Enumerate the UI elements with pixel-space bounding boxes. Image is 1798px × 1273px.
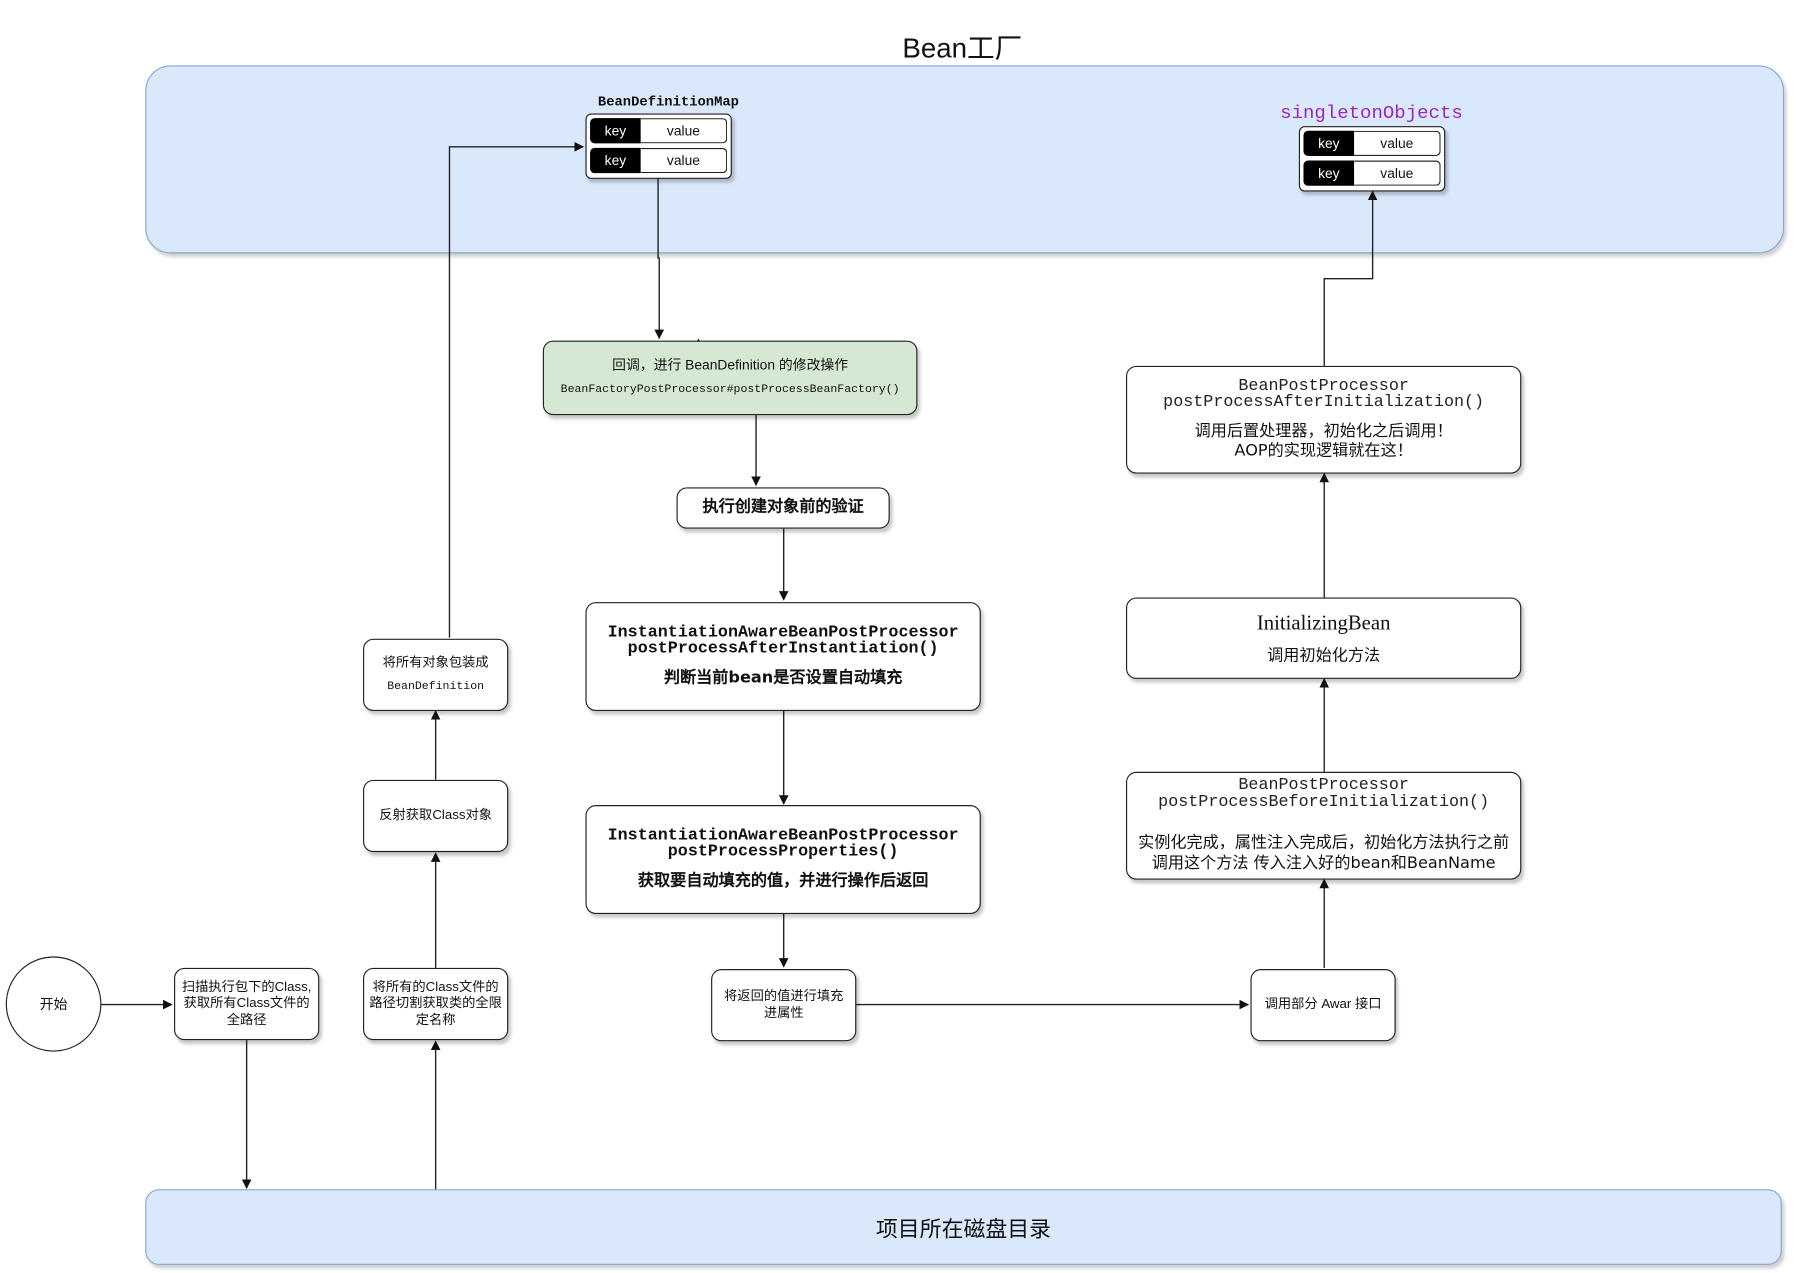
before-init-desc-2: 调用这个方法 传入注入好的bean和BeanName (1151, 853, 1496, 873)
post-process-after-initialization-box: BeanPostProcessor postProcessAfterInitia… (1125, 365, 1522, 474)
map-row: key value (1303, 130, 1441, 156)
aware-interfaces-box: 调用部分 Awar 接口 (1250, 969, 1396, 1042)
aware-interfaces-text: 调用部分 Awar 接口 (1264, 998, 1382, 1012)
scan-classes-text: 扫描执行包下的Class,获取所有Class文件的全路径 (181, 980, 312, 1028)
start-label: 开始 (39, 996, 68, 1013)
before-init-method: postProcessBeforeInitialization() (1158, 793, 1490, 812)
disk-directory-zone: 项目所在磁盘目录 (145, 1189, 1782, 1265)
map-key: key (590, 147, 641, 174)
map-key: key (1303, 130, 1355, 156)
after-init-desc-2: AOP的实现逻辑就在这！ (1234, 441, 1413, 460)
after-instantiation-class: InstantiationAwareBeanPostProcessor (607, 623, 959, 642)
post-process-properties-box: InstantiationAwareBeanPostProcessor post… (585, 805, 981, 914)
arrow-wrap-to-map (448, 141, 585, 638)
pre-create-validation-box: 执行创建对象前的验证 (676, 487, 890, 529)
fill-properties-box: 将返回的值进行填充进属性 (711, 969, 857, 1042)
map-value: value (640, 118, 728, 144)
scan-classes-box: 扫描执行包下的Class,获取所有Class文件的全路径 (174, 967, 320, 1041)
before-init-desc-1: 实例化完成，属性注入完成后，初始化方法执行之前 (1138, 833, 1510, 853)
start-node: 开始 (5, 956, 102, 1052)
map-row: key value (590, 118, 728, 144)
properties-method: postProcessProperties() (667, 843, 899, 862)
map-value: value (1354, 130, 1441, 156)
wrap-bean-definition-box: 将所有对象包装成 BeanDefinition (363, 638, 509, 712)
post-process-after-instantiation-box: InstantiationAwareBeanPostProcessor post… (585, 602, 981, 712)
properties-class: InstantiationAwareBeanPostProcessor (607, 826, 959, 845)
bean-factory-post-processor-box: 回调，进行 BeanDefinition 的修改操作 BeanFactoryPo… (542, 340, 918, 416)
reflect-class-box: 反射获取Class对象 (363, 779, 509, 853)
bean-definition-map: key value key value (585, 113, 732, 179)
map-value: value (1354, 160, 1441, 186)
wrap-class-name: BeanDefinition (387, 681, 485, 694)
cut-path-text: 将所有的Class文件的路径切割获取类的全限定名称 (369, 980, 502, 1028)
after-instantiation-method: postProcessAfterInstantiation() (627, 640, 939, 659)
initializing-bean-class: InitializingBean (1256, 611, 1391, 635)
post-process-before-initialization-box: BeanPostProcessor postProcessBeforeIniti… (1125, 771, 1522, 880)
after-init-method: postProcessAfterInitialization() (1163, 393, 1485, 412)
map-value: value (640, 147, 728, 174)
after-instantiation-desc: 判断当前bean是否设置自动填充 (663, 668, 903, 687)
map-row: key value (1303, 160, 1441, 186)
initializing-bean-box: InitializingBean 调用初始化方法 (1125, 597, 1522, 679)
initializing-bean-desc: 调用初始化方法 (1267, 646, 1381, 665)
after-init-desc-1: 调用后置处理器，初始化之后调用！ (1194, 421, 1453, 440)
map-row: key value (590, 147, 728, 174)
callback-method: BeanFactoryPostProcessor#postProcessBean… (560, 384, 900, 398)
map-key: key (590, 118, 641, 144)
singleton-objects-label: singletonObjects (1280, 102, 1463, 124)
after-init-class: BeanPostProcessor (1238, 376, 1409, 396)
properties-desc: 获取要自动填充的值，并进行操作后返回 (637, 871, 929, 890)
arrow-after-init-to-singletons (1323, 190, 1378, 366)
cut-path-box: 将所有的Class文件的路径切割获取类的全限定名称 (363, 967, 509, 1041)
disk-directory-label: 项目所在磁盘目录 (875, 1216, 1052, 1242)
callback-text: 回调，进行 BeanDefinition 的修改操作 (612, 356, 849, 373)
before-init-class: BeanPostProcessor (1238, 776, 1409, 795)
arrow-map-to-callback (654, 177, 665, 340)
reflect-class-text: 反射获取Class对象 (379, 808, 492, 823)
fill-properties-text: 将返回的值进行填充进属性 (724, 989, 844, 1021)
bean-factory-zone (145, 65, 1785, 254)
wrap-text: 将所有对象包装成 (382, 655, 489, 670)
diagram-title: Bean工厂 (902, 33, 1023, 65)
pre-create-validation-text: 执行创建对象前的验证 (702, 497, 864, 517)
bean-definition-map-label: BeanDefinitionMap (597, 94, 739, 111)
map-key: key (1303, 160, 1355, 186)
